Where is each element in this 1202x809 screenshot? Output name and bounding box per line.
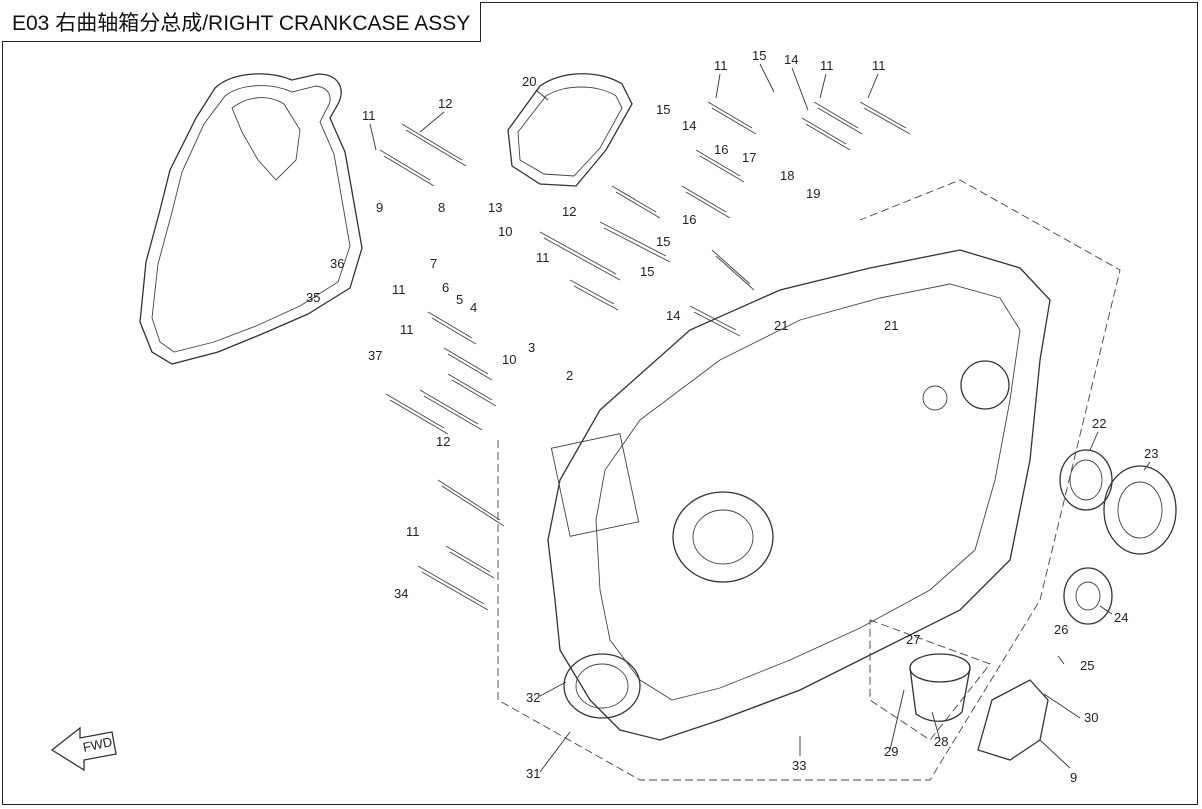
callout-29: 29 <box>884 744 898 759</box>
callout-18: 18 <box>780 168 794 183</box>
callout-33: 33 <box>792 758 806 773</box>
callout-15: 15 <box>656 102 670 117</box>
callout-22: 22 <box>1092 416 1106 431</box>
callout-11: 11 <box>872 58 886 73</box>
callout-16: 16 <box>682 212 696 227</box>
callout-35: 35 <box>306 290 320 305</box>
callout-27: 27 <box>906 632 920 647</box>
callout-23: 23 <box>1144 446 1158 461</box>
callout-13: 13 <box>488 200 502 215</box>
crankcase-cover-gasket <box>139 73 363 365</box>
ball-bearing <box>1063 567 1113 625</box>
callout-11: 11 <box>536 250 550 265</box>
callout-37: 37 <box>368 348 382 363</box>
diagram-title: E03 右曲轴箱分总成/RIGHT CRANKCASE ASSY <box>2 2 482 42</box>
callout-14: 14 <box>666 308 680 323</box>
fwd-arrow <box>50 726 117 772</box>
callout-12: 12 <box>562 204 576 219</box>
callout-10: 10 <box>498 224 512 239</box>
fwd-label: FWD <box>82 734 114 755</box>
callout-6: 6 <box>442 280 449 295</box>
callout-9: 9 <box>1070 770 1077 785</box>
callout-5: 5 <box>456 292 463 307</box>
callout-30: 30 <box>1084 710 1098 725</box>
callout-12: 12 <box>438 96 452 111</box>
callout-16: 16 <box>714 142 728 157</box>
callout-34: 34 <box>394 586 408 601</box>
callout-19: 19 <box>806 186 820 201</box>
bolts <box>379 101 911 611</box>
callout-11: 11 <box>406 524 420 539</box>
callout-11: 11 <box>392 282 406 297</box>
callout-15: 15 <box>752 48 766 63</box>
callout-31: 31 <box>526 766 540 781</box>
callout-11: 11 <box>820 58 834 73</box>
oil-seal <box>1059 449 1113 511</box>
callout-15: 15 <box>656 234 670 249</box>
callout-14: 14 <box>784 52 798 67</box>
callout-labels: 11 12 20 15 14 11 11 15 14 11 9 8 13 12 … <box>306 48 1158 785</box>
callout-28: 28 <box>934 734 948 749</box>
callout-11: 11 <box>714 58 728 73</box>
callout-10: 10 <box>502 352 516 367</box>
callout-3: 3 <box>528 340 535 355</box>
callout-14: 14 <box>682 118 696 133</box>
callout-21: 21 <box>884 318 898 333</box>
callout-20: 20 <box>522 74 536 89</box>
callout-17: 17 <box>742 150 756 165</box>
callout-11: 11 <box>400 322 414 337</box>
callout-2: 2 <box>566 368 573 383</box>
callout-15: 15 <box>640 264 654 279</box>
callout-24: 24 <box>1114 610 1128 625</box>
callout-8: 8 <box>438 200 445 215</box>
callout-11: 11 <box>362 108 376 123</box>
main-bearing <box>1103 465 1177 555</box>
callout-4: 4 <box>470 300 477 315</box>
callout-12: 12 <box>436 434 450 449</box>
callout-7: 7 <box>430 256 437 271</box>
leader-lines <box>369 63 1151 773</box>
callout-25: 25 <box>1080 658 1094 673</box>
callout-21: 21 <box>774 318 788 333</box>
cover-gasket-small <box>507 73 633 187</box>
callout-36: 36 <box>330 256 344 271</box>
callout-9: 9 <box>376 200 383 215</box>
callout-26: 26 <box>1054 622 1068 637</box>
right-crankcase <box>547 249 1051 741</box>
callout-32: 32 <box>526 690 540 705</box>
